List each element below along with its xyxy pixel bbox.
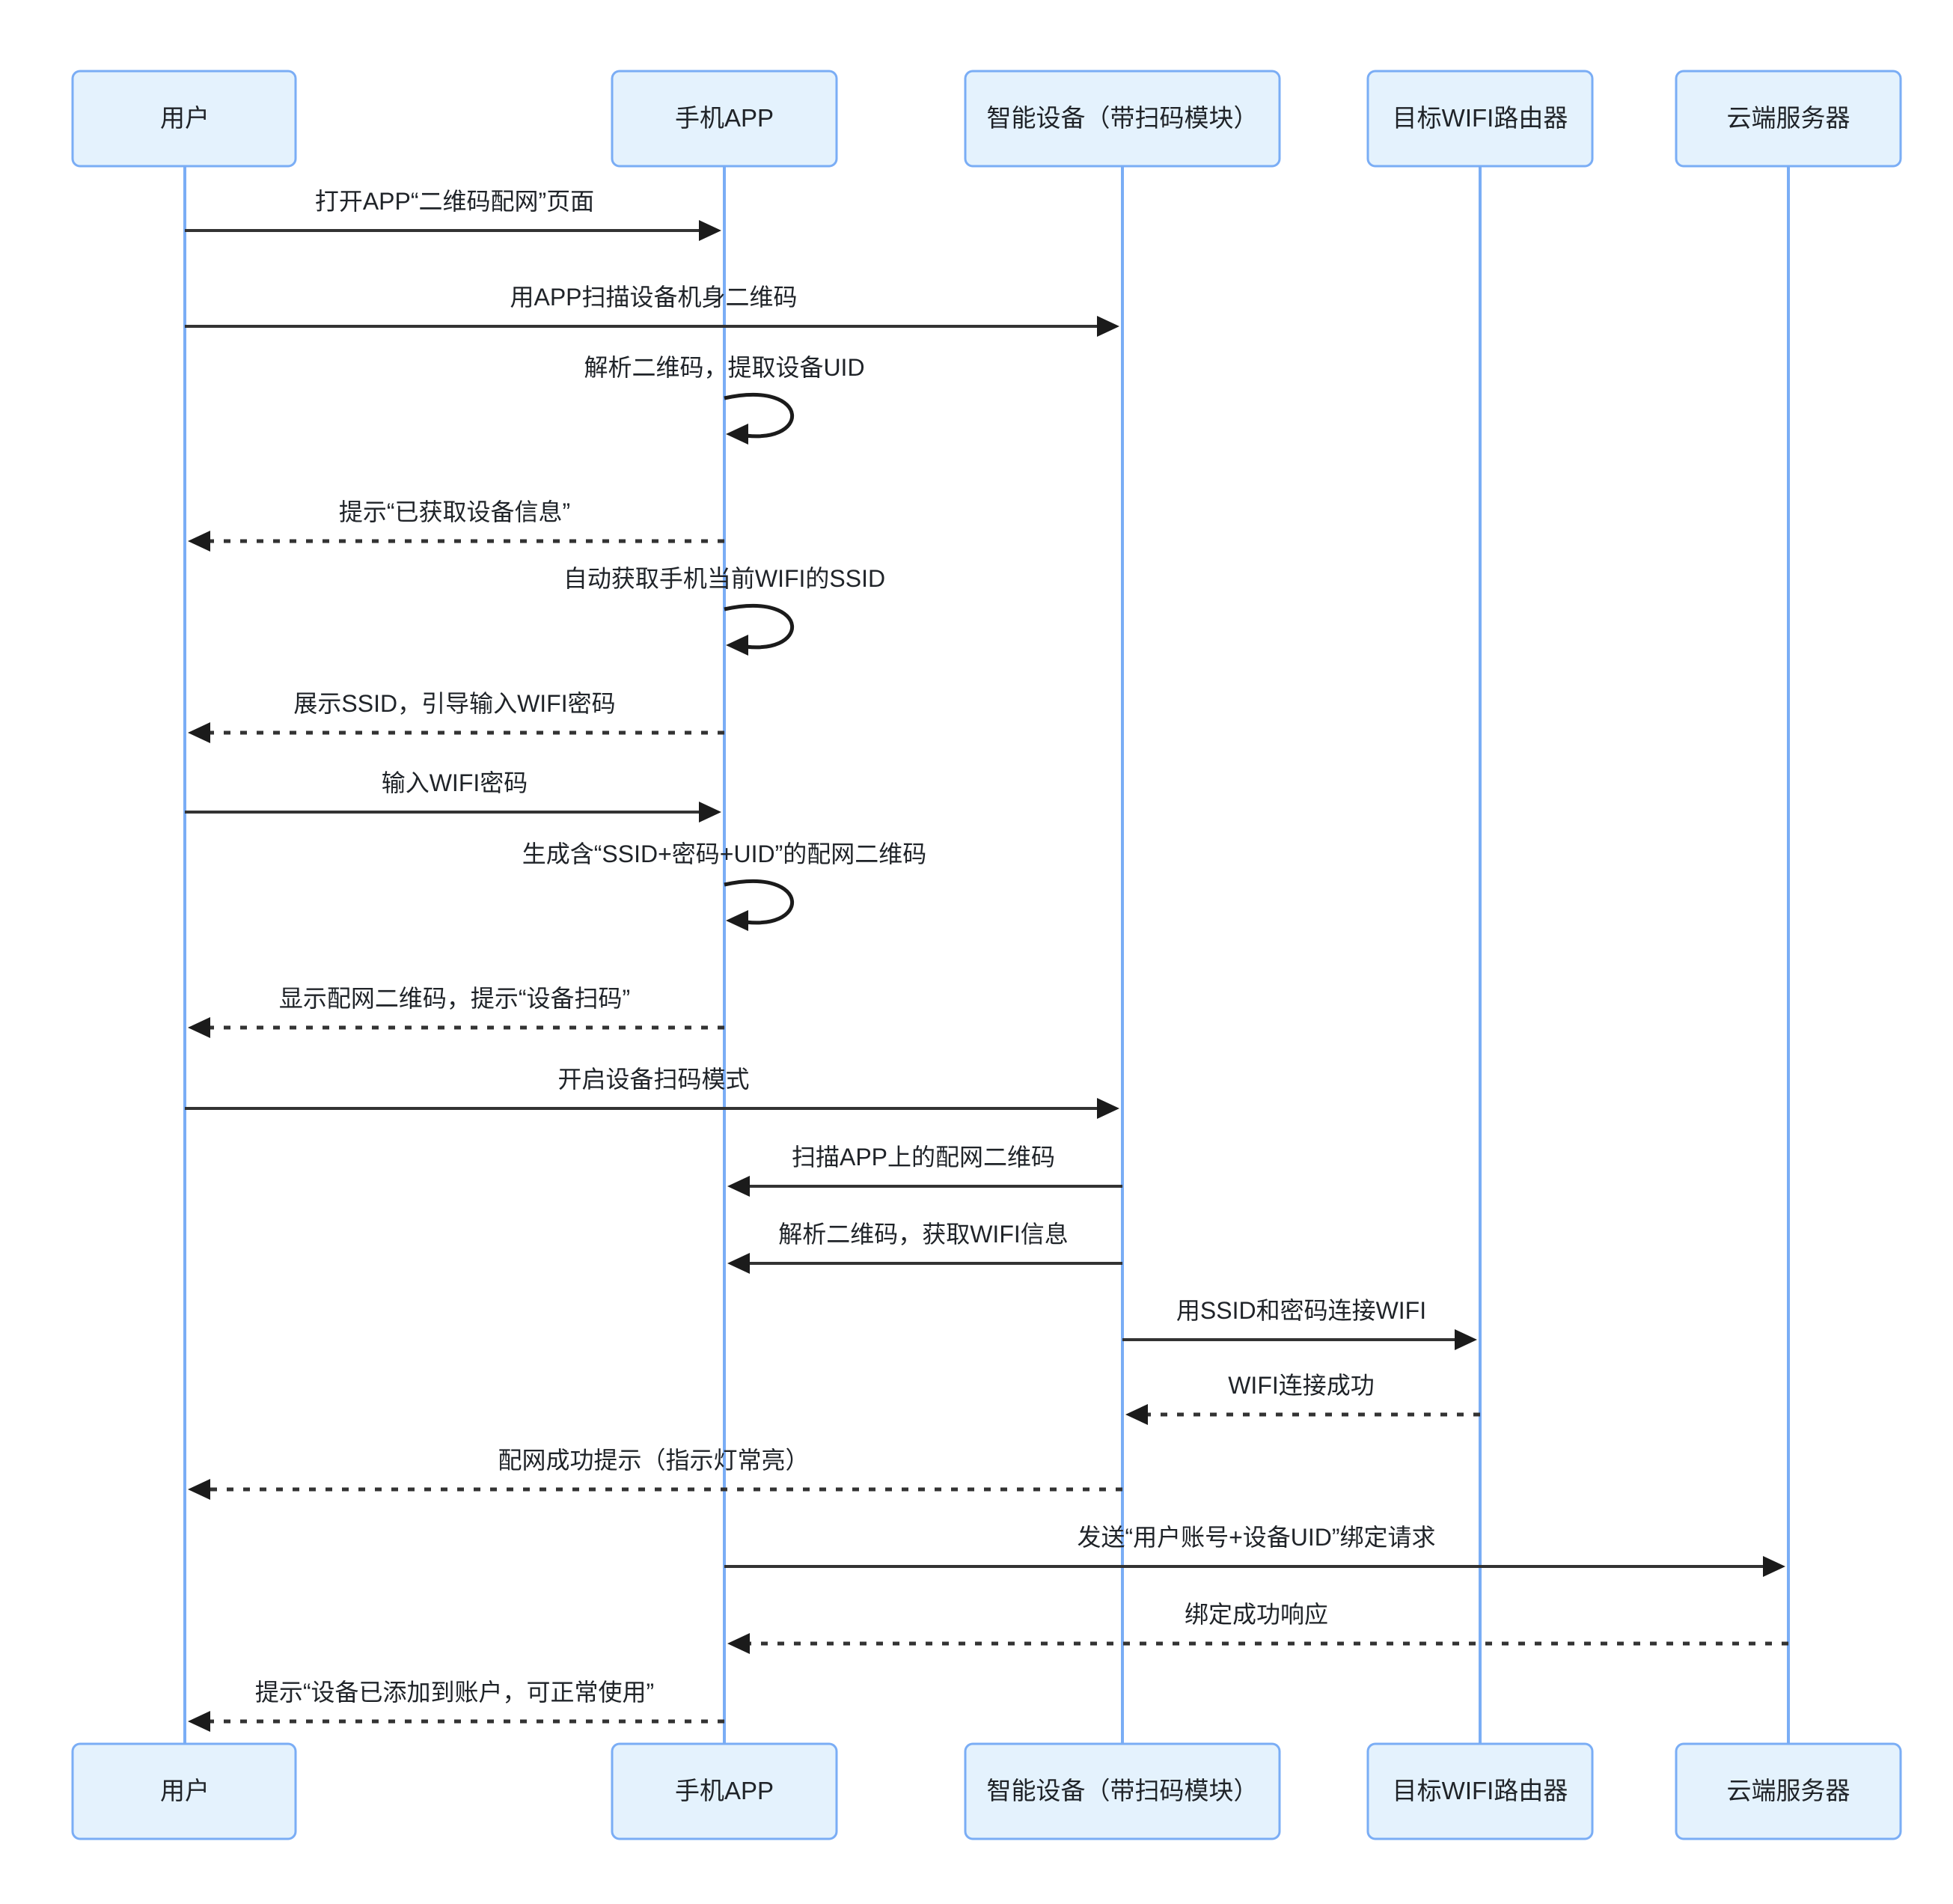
arrow-head bbox=[726, 910, 748, 931]
message-label: WIFI连接成功 bbox=[1228, 1372, 1375, 1399]
actor-label-router: 目标WIFI路由器 bbox=[1393, 1777, 1568, 1804]
actor-box-top-app[interactable]: 手机APP bbox=[611, 70, 838, 168]
arrow-head bbox=[1097, 316, 1119, 337]
messages-layer: 打开APP“二维码配网”页面用APP扫描设备机身二维码解析二维码，提取设备UID… bbox=[185, 188, 1788, 1732]
actor-rect bbox=[1675, 1742, 1902, 1840]
message-label: 扫描APP上的配网二维码 bbox=[792, 1144, 1055, 1171]
arrow-head bbox=[726, 635, 748, 656]
arrow-head bbox=[1097, 1098, 1119, 1119]
actor-box-top-user[interactable]: 用户 bbox=[71, 70, 297, 168]
actor-rect bbox=[964, 1742, 1281, 1840]
actor-label-cloud: 云端服务器 bbox=[1727, 1777, 1850, 1804]
message-2-user-to-device[interactable]: 用APP扫描设备机身二维码 bbox=[185, 284, 1119, 337]
message-label: 用SSID和密码连接WIFI bbox=[1176, 1297, 1426, 1324]
actor-label-app: 手机APP bbox=[675, 1777, 774, 1804]
arrow-head bbox=[1455, 1329, 1477, 1350]
actor-box-top-cloud[interactable]: 云端服务器 bbox=[1675, 70, 1902, 168]
message-18-app-to-user[interactable]: 提示“设备已添加到账户，可正常使用” bbox=[188, 1679, 724, 1732]
message-10-user-to-device[interactable]: 开启设备扫码模式 bbox=[185, 1066, 1119, 1119]
message-label: 绑定成功响应 bbox=[1185, 1601, 1328, 1628]
message-14-router-to-device[interactable]: WIFI连接成功 bbox=[1125, 1372, 1480, 1425]
actor-label-app: 手机APP bbox=[675, 104, 774, 132]
message-16-app-to-cloud[interactable]: 发送“用户账号+设备UID”绑定请求 bbox=[724, 1524, 1785, 1577]
arrow-head bbox=[188, 1479, 210, 1500]
arrow-head bbox=[699, 220, 721, 241]
actor-box-bottom-device[interactable]: 智能设备（带扫码模块） bbox=[964, 1742, 1281, 1840]
actor-label-user: 用户 bbox=[160, 104, 210, 132]
actor-rect bbox=[1675, 70, 1902, 168]
message-1-user-to-app[interactable]: 打开APP“二维码配网”页面 bbox=[185, 188, 721, 241]
actor-box-top-device[interactable]: 智能设备（带扫码模块） bbox=[964, 70, 1281, 168]
message-9-app-to-user[interactable]: 显示配网二维码，提示“设备扫码” bbox=[188, 985, 724, 1038]
message-label: 开启设备扫码模式 bbox=[557, 1066, 749, 1093]
message-label: 显示配网二维码，提示“设备扫码” bbox=[279, 985, 630, 1012]
actors-bottom-layer: 用户 手机APP 智能设备（带扫码模块） 目标WIFI路由器 云端服务器 bbox=[71, 1742, 1902, 1840]
actor-label-device: 智能设备（带扫码模块） bbox=[987, 1777, 1259, 1804]
actor-label-device: 智能设备（带扫码模块） bbox=[987, 104, 1259, 132]
arrow-head bbox=[727, 1253, 750, 1274]
arrow-head bbox=[1763, 1556, 1785, 1577]
message-label: 发送“用户账号+设备UID”绑定请求 bbox=[1077, 1524, 1435, 1551]
message-4-app-to-user[interactable]: 提示“已获取设备信息” bbox=[188, 498, 724, 552]
actor-rect bbox=[71, 1742, 297, 1840]
arrow-head bbox=[188, 722, 210, 743]
self-message-loop bbox=[724, 879, 794, 925]
actor-label-cloud: 云端服务器 bbox=[1727, 104, 1850, 132]
self-message-loop bbox=[724, 603, 794, 650]
actor-box-bottom-router[interactable]: 目标WIFI路由器 bbox=[1366, 1742, 1594, 1840]
message-label: 输入WIFI密码 bbox=[382, 769, 528, 796]
message-label: 用APP扫描设备机身二维码 bbox=[510, 284, 797, 311]
message-8-app-to-app[interactable]: 生成含“SSID+密码+UID”的配网二维码 bbox=[522, 840, 927, 931]
actor-box-bottom-cloud[interactable]: 云端服务器 bbox=[1675, 1742, 1902, 1840]
arrow-head bbox=[188, 1017, 210, 1038]
message-15-device-to-user[interactable]: 配网成功提示（指示灯常亮） bbox=[188, 1447, 1122, 1500]
actor-box-top-router[interactable]: 目标WIFI路由器 bbox=[1366, 70, 1594, 168]
arrow-head bbox=[699, 802, 721, 823]
actor-label-router: 目标WIFI路由器 bbox=[1393, 104, 1568, 132]
actor-rect bbox=[611, 1742, 838, 1840]
actor-rect bbox=[71, 70, 297, 168]
actor-box-bottom-user[interactable]: 用户 bbox=[71, 1742, 297, 1840]
message-label: 解析二维码，提取设备UID bbox=[584, 354, 864, 381]
arrow-head bbox=[727, 1633, 750, 1654]
message-label: 打开APP“二维码配网”页面 bbox=[315, 188, 594, 215]
message-5-app-to-app[interactable]: 自动获取手机当前WIFI的SSID bbox=[563, 565, 885, 656]
message-label: 提示“已获取设备信息” bbox=[339, 498, 570, 525]
actor-rect bbox=[964, 70, 1281, 168]
message-6-app-to-user[interactable]: 展示SSID，引导输入WIFI密码 bbox=[188, 690, 724, 743]
arrow-head bbox=[188, 1711, 210, 1732]
actor-label-user: 用户 bbox=[160, 1777, 210, 1804]
actor-rect bbox=[1366, 70, 1594, 168]
actor-rect bbox=[1366, 1742, 1594, 1840]
actor-box-bottom-app[interactable]: 手机APP bbox=[611, 1742, 838, 1840]
arrow-head bbox=[1125, 1404, 1148, 1425]
actor-rect bbox=[611, 70, 838, 168]
message-11-device-to-app[interactable]: 扫描APP上的配网二维码 bbox=[727, 1144, 1122, 1197]
message-label: 解析二维码，获取WIFI信息 bbox=[778, 1221, 1069, 1248]
message-label: 提示“设备已添加到账户，可正常使用” bbox=[255, 1679, 654, 1706]
message-13-device-to-router[interactable]: 用SSID和密码连接WIFI bbox=[1122, 1297, 1477, 1350]
self-message-loop bbox=[724, 392, 794, 439]
message-17-cloud-to-app[interactable]: 绑定成功响应 bbox=[727, 1601, 1788, 1654]
message-label: 自动获取手机当前WIFI的SSID bbox=[563, 565, 885, 592]
message-12-device-to-app[interactable]: 解析二维码，获取WIFI信息 bbox=[727, 1221, 1122, 1274]
arrow-head bbox=[726, 424, 748, 445]
message-label: 展示SSID，引导输入WIFI密码 bbox=[293, 690, 615, 717]
arrow-head bbox=[188, 531, 210, 552]
lifelines-layer bbox=[183, 166, 1790, 1744]
message-7-user-to-app[interactable]: 输入WIFI密码 bbox=[185, 769, 721, 823]
arrow-head bbox=[727, 1176, 750, 1197]
message-3-app-to-app[interactable]: 解析二维码，提取设备UID bbox=[584, 354, 865, 445]
actors-top-layer: 用户 手机APP 智能设备（带扫码模块） 目标WIFI路由器 云端服务器 bbox=[71, 70, 1902, 168]
message-label: 生成含“SSID+密码+UID”的配网二维码 bbox=[522, 840, 927, 867]
message-label: 配网成功提示（指示灯常亮） bbox=[498, 1447, 809, 1474]
